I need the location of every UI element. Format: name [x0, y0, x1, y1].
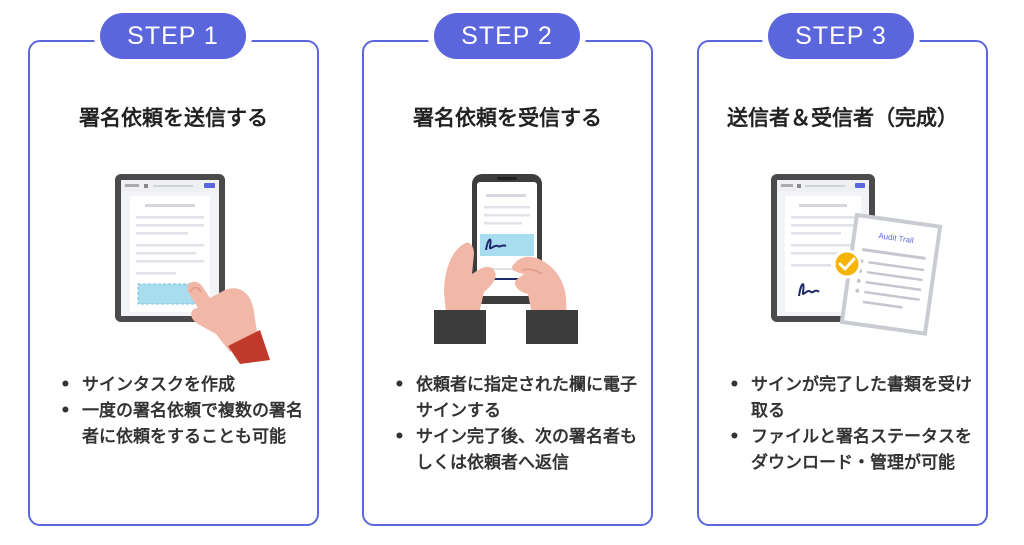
- step-1-card: 署名依頼を送信する サインタスクを作成 一度の署名依頼で複数の署名者に依頼をする…: [28, 40, 319, 526]
- list-item: 依頼者に指定された欄に電子サインする: [388, 372, 639, 424]
- list-item: サインが完了した書類を受け取る: [723, 372, 974, 424]
- list-item: 一度の署名依頼で複数の署名者に依頼をすることも可能: [54, 398, 305, 450]
- list-item: サインタスクを作成: [54, 372, 305, 398]
- step-1-bullets: サインタスクを作成 一度の署名依頼で複数の署名者に依頼をすることも可能: [54, 372, 305, 450]
- step-1-title: 署名依頼を送信する: [79, 106, 268, 130]
- step-2-badge: STEP 2: [434, 13, 580, 59]
- list-item: サイン完了後、次の署名者もしくは依頼者へ返信: [388, 424, 639, 476]
- step-3-bullets: サインが完了した書類を受け取る ファイルと署名ステータスをダウンロード・管理が可…: [723, 372, 974, 476]
- tablet-touch-icon: [115, 174, 270, 364]
- signed-document-audit-trail-icon: Audit Trail: [771, 174, 943, 336]
- step-2-bullets: 依頼者に指定された欄に電子サインする サイン完了後、次の署名者もしくは依頼者へ返…: [388, 372, 639, 476]
- phone-sign-icon: [434, 174, 578, 344]
- step-3-card: 送信者＆受信者（完成） Audit Trail: [697, 40, 988, 526]
- step-3-badge: STEP 3: [768, 13, 914, 59]
- step-2-card: 署名依頼を受信する 依頼者に指定された欄に電子サインする サイン完了後、次の署名…: [362, 40, 653, 526]
- list-item: ファイルと署名ステータスをダウンロード・管理が可能: [723, 424, 974, 476]
- step-1-badge: STEP 1: [100, 13, 246, 59]
- step-2-title: 署名依頼を受信する: [413, 106, 602, 130]
- step-3-title: 送信者＆受信者（完成）: [727, 106, 958, 130]
